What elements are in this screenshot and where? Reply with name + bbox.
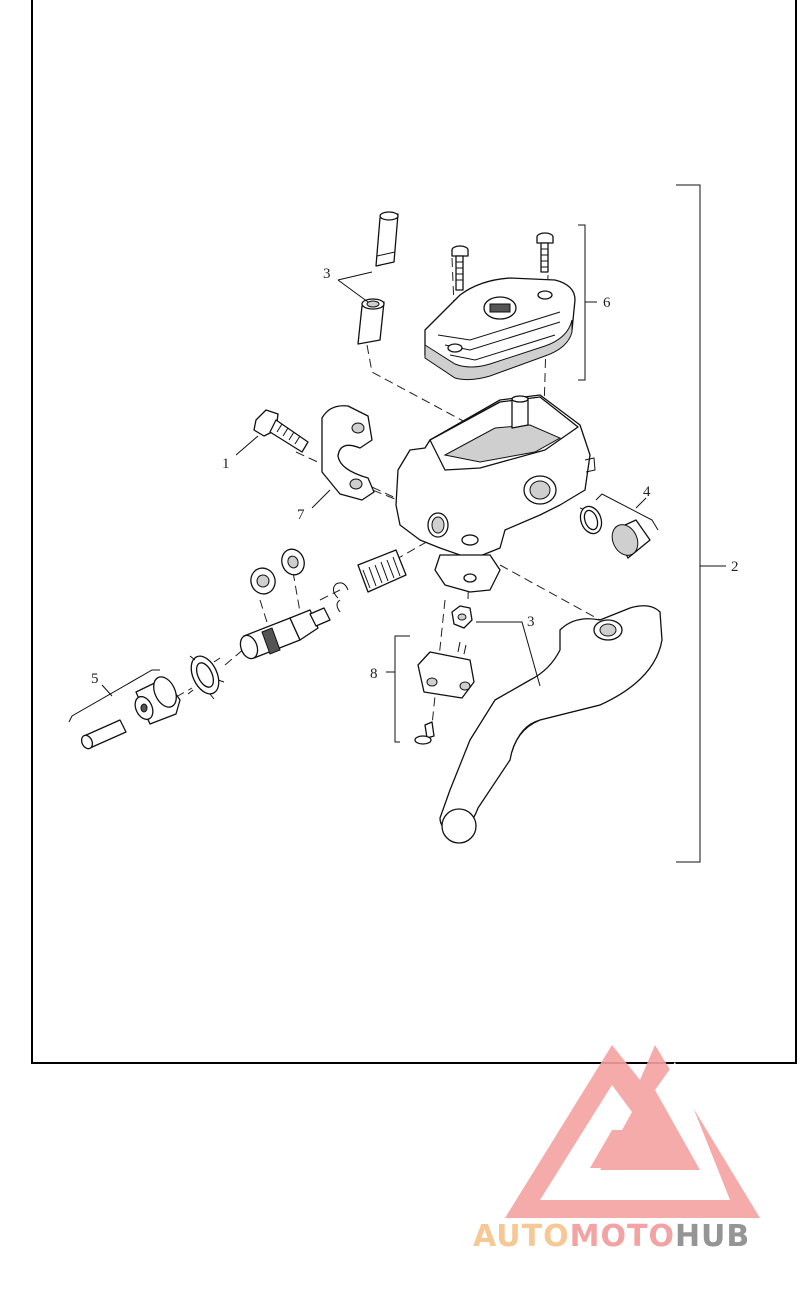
boot xyxy=(134,676,181,725)
washer-upper xyxy=(281,548,305,576)
watermark-hub: HUB xyxy=(675,1219,750,1254)
callout-labels: 1 2 3 3 4 5 6 7 8 xyxy=(91,266,739,687)
watermark-triangle-logo xyxy=(505,1045,760,1218)
reservoir-cover xyxy=(424,277,576,381)
return-spring xyxy=(357,549,407,593)
e-clip xyxy=(332,582,349,613)
pivot-nut xyxy=(451,605,473,629)
piston-assembly xyxy=(239,607,331,660)
svg-text:AUTOMOTOHUB: AUTOMOTOHUB xyxy=(473,1219,750,1254)
watermark-auto: AUTO xyxy=(473,1219,570,1254)
handlebar-clamp xyxy=(321,405,375,501)
switch-screw xyxy=(414,721,435,745)
cover-screw-left xyxy=(451,245,469,291)
callout-4: 4 xyxy=(643,484,651,500)
callout-8: 8 xyxy=(370,666,378,682)
clutch-lever xyxy=(439,605,663,844)
diagram-frame xyxy=(31,0,797,1064)
automotohub-watermark: AUTOMOTOHUB xyxy=(473,1045,760,1254)
callout-6: 6 xyxy=(603,295,611,311)
callout-7: 7 xyxy=(297,507,305,523)
callout-3-mid: 3 xyxy=(527,614,535,630)
clamp-bolt xyxy=(253,409,309,453)
brake-switch xyxy=(417,641,475,699)
leader-lines xyxy=(68,184,726,863)
pivot-pin xyxy=(375,211,399,267)
callout-5: 5 xyxy=(91,671,99,687)
callout-1: 1 xyxy=(222,456,230,472)
sight-glass xyxy=(579,505,651,559)
callout-2: 2 xyxy=(731,559,739,575)
callout-3-top: 3 xyxy=(323,266,331,282)
retaining-ring xyxy=(187,655,225,700)
washer-lower xyxy=(250,567,276,595)
master-cylinder-body xyxy=(395,394,596,593)
cover-screw-right xyxy=(536,232,554,273)
bushing xyxy=(357,298,385,345)
push-rod xyxy=(80,719,127,750)
watermark-moto: MOTO xyxy=(570,1219,675,1254)
